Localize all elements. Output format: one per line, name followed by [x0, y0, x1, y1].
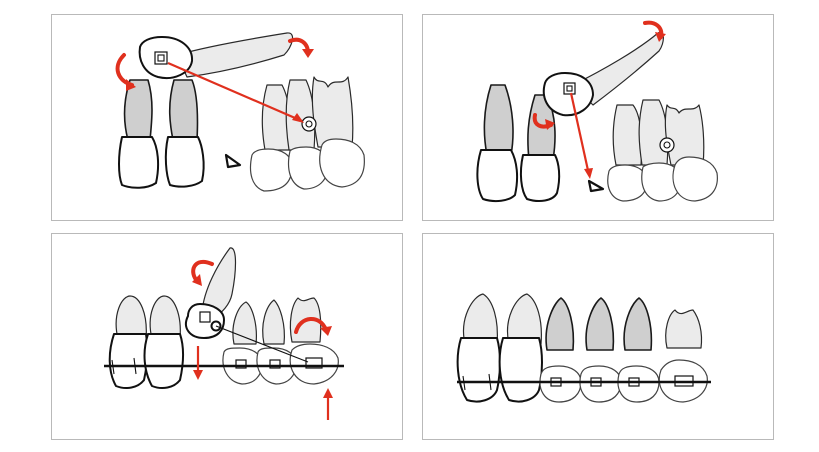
molar-anchor-button — [659, 137, 675, 153]
ligature-symbol — [587, 179, 605, 193]
panel-1-illustration — [115, 32, 365, 192]
attachment-bracket — [154, 51, 168, 65]
attachment-bracket — [199, 311, 211, 323]
panel-archwire-engagement — [51, 233, 403, 440]
erupting-canine — [542, 31, 664, 117]
incisor-left — [476, 84, 519, 203]
traction-vector-arrow — [569, 92, 591, 176]
molar-tube — [305, 357, 323, 369]
wire-stops — [462, 373, 492, 391]
panel-4-illustration — [456, 293, 711, 403]
posterior-teeth — [222, 297, 339, 385]
premolar-bracket-1 — [235, 359, 247, 369]
incisor-left — [118, 79, 160, 189]
elastic-chain — [215, 325, 309, 363]
panel-traction-to-molar — [51, 14, 403, 221]
panel-2-illustration — [476, 20, 718, 203]
descending-canine — [185, 247, 237, 339]
ligature-symbol — [224, 153, 242, 169]
incisor-right — [143, 295, 184, 389]
incisor-right — [164, 79, 205, 188]
posterior-teeth — [249, 76, 365, 192]
incisor-left — [108, 295, 149, 389]
impacted-canine — [138, 32, 294, 79]
panel-vertical-traction — [422, 14, 774, 221]
attachment-bracket — [563, 82, 576, 95]
rotation-arrow-molar — [294, 317, 328, 334]
panel-3-illustration — [104, 247, 344, 420]
aligned-teeth — [456, 293, 708, 403]
molar-anchor-button — [301, 116, 317, 132]
premolar-bracket-2 — [269, 359, 281, 369]
traction-vector-arrow — [167, 61, 303, 123]
wire-stops — [111, 357, 137, 375]
posterior-teeth — [607, 99, 718, 202]
panel-final-alignment — [422, 233, 774, 440]
